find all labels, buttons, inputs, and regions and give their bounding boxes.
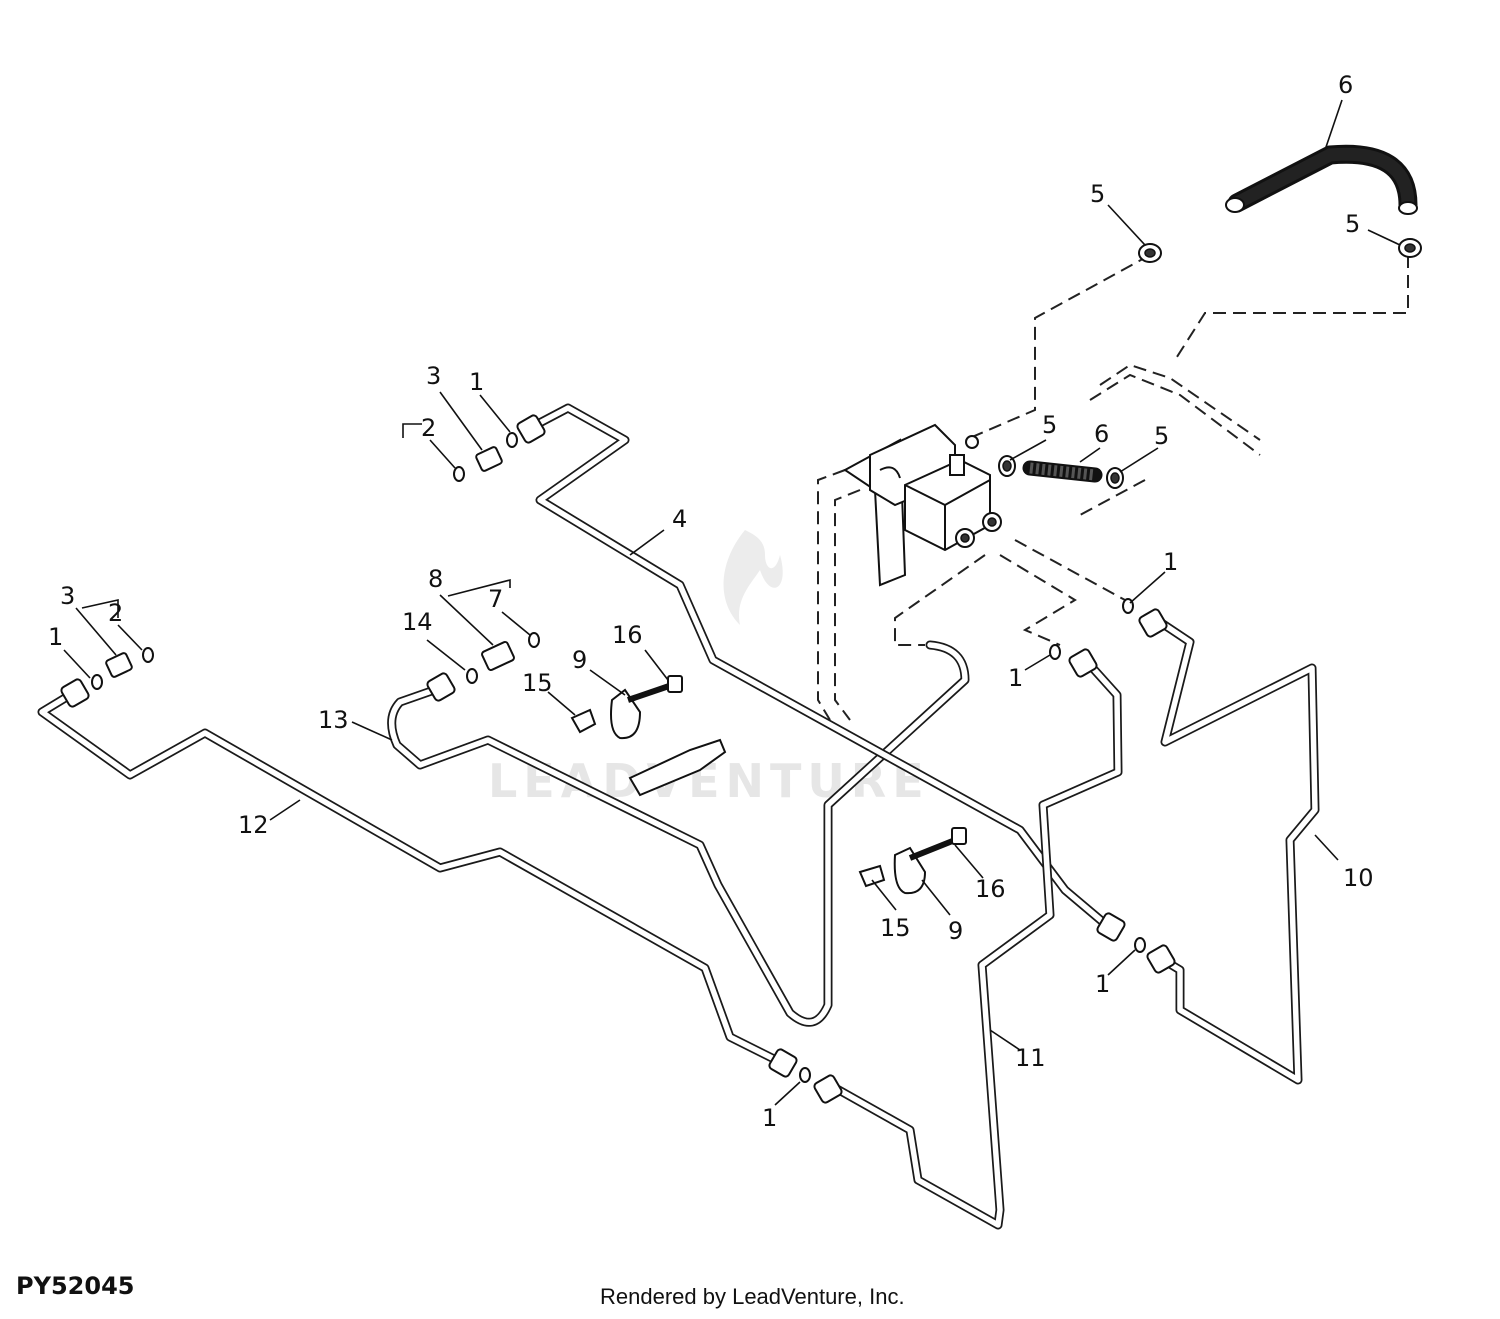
callout-1: 1 <box>762 1104 777 1132</box>
clamp-5 <box>998 238 1422 489</box>
callout-1: 1 <box>48 623 63 651</box>
callout-5: 5 <box>1154 422 1169 450</box>
callout-2: 2 <box>108 599 123 627</box>
callout-13: 13 <box>318 706 349 734</box>
tube-11 <box>825 660 1123 1230</box>
callout-16: 16 <box>975 875 1006 903</box>
tube-12 <box>37 687 785 1067</box>
callout-15: 15 <box>880 914 911 942</box>
dashed-guides <box>817 254 1409 721</box>
hose-6-lower <box>1022 460 1103 483</box>
tube-13 <box>387 640 970 1027</box>
callout-5: 5 <box>1090 180 1105 208</box>
callout-9: 9 <box>948 917 963 945</box>
callout-12: 12 <box>238 811 269 839</box>
callout-15: 15 <box>522 669 553 697</box>
callout-6: 6 <box>1094 420 1109 448</box>
callout-8: 8 <box>428 565 443 593</box>
callout-1: 1 <box>469 368 484 396</box>
fittings <box>60 414 1176 1104</box>
valve-assembly <box>628 423 1002 797</box>
callout-6: 6 <box>1338 71 1353 99</box>
callout-5: 5 <box>1345 210 1360 238</box>
render-credit: Rendered by LeadVenture, Inc. <box>600 1284 905 1309</box>
tube-10 <box>1155 617 1320 1085</box>
watermark: LEADVENTURE <box>488 530 924 808</box>
callout-1: 1 <box>1163 548 1178 576</box>
callout-14: 14 <box>402 608 433 636</box>
callout-3: 3 <box>426 362 441 390</box>
callout-7: 7 <box>488 585 503 613</box>
leader-lines <box>63 99 1401 1106</box>
callout-16: 16 <box>612 621 643 649</box>
hose-6-upper <box>1225 144 1418 215</box>
callout-1: 1 <box>1095 970 1110 998</box>
tube-clamp-9 <box>610 688 927 895</box>
callout-9: 9 <box>572 646 587 674</box>
figure-id: PY52045 <box>16 1272 135 1300</box>
callout-4: 4 <box>672 505 687 533</box>
callout-11: 11 <box>1015 1044 1046 1072</box>
callout-5: 5 <box>1042 411 1057 439</box>
callout-10: 10 <box>1343 864 1374 892</box>
callouts: 6 5 5 5 6 5 1 1 1 1 3 1 2 3 2 1 8 7 14 1… <box>48 71 1374 1132</box>
nut-15 <box>570 708 886 888</box>
bolt-16 <box>627 675 967 861</box>
callout-2: 2 <box>421 414 436 442</box>
callout-1: 1 <box>1008 664 1023 692</box>
callout-3: 3 <box>60 582 75 610</box>
